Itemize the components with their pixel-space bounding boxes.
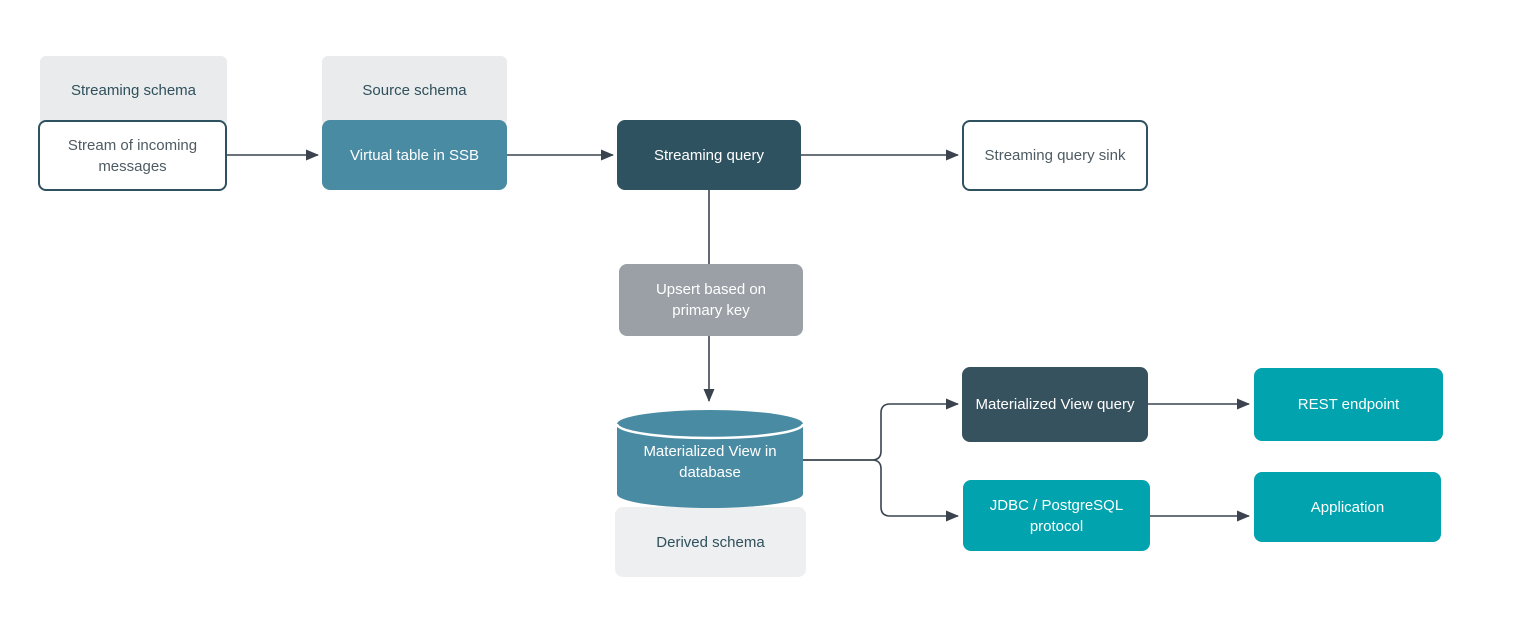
node-rest-endpoint: REST endpoint [1254,368,1443,441]
node-label: Streaming query [653,146,765,164]
schema-label-source: Source schema [322,56,507,126]
schema-label-text: Source schema [362,82,467,99]
node-label: Upsert based on primary key [655,281,767,319]
node-label: Virtual table in SSB [350,146,479,164]
schema-label-text: Derived schema [656,533,765,551]
schema-label-text: Streaming schema [70,82,197,99]
schema-label-streaming: Streaming schema [40,56,227,126]
node-application: Application [1254,472,1441,542]
node-label: Application [1310,498,1385,516]
node-label: REST endpoint [1297,396,1400,413]
node-materialized-view-query: Materialized View query [962,367,1148,442]
node-streaming-query: Streaming query [617,120,801,190]
node-virtual-table-in-ssb: Virtual table in SSB [322,120,507,190]
node-label: Stream of incoming messages [67,136,198,175]
node-label: JDBC / PostgreSQL protocol [989,496,1124,535]
node-label: Streaming query sink [984,147,1126,164]
node-upsert-primary-key: Upsert based on primary key [619,264,803,336]
arrow-materialized-view-to-jdbc [803,459,959,522]
node-materialized-view-db: Materialized View in database [617,433,803,491]
node-label: Materialized View query [975,396,1135,413]
schema-label-derived: Derived schema [615,507,806,577]
node-jdbc-postgresql-protocol: JDBC / PostgreSQL protocol [963,480,1150,551]
node-stream-of-incoming-messages: Stream of incoming messages [38,120,227,191]
node-streaming-query-sink: Streaming query sink [962,120,1148,191]
node-label: Materialized View in database [643,443,777,481]
arrow-materialized-view-to-mv-query [803,398,959,461]
